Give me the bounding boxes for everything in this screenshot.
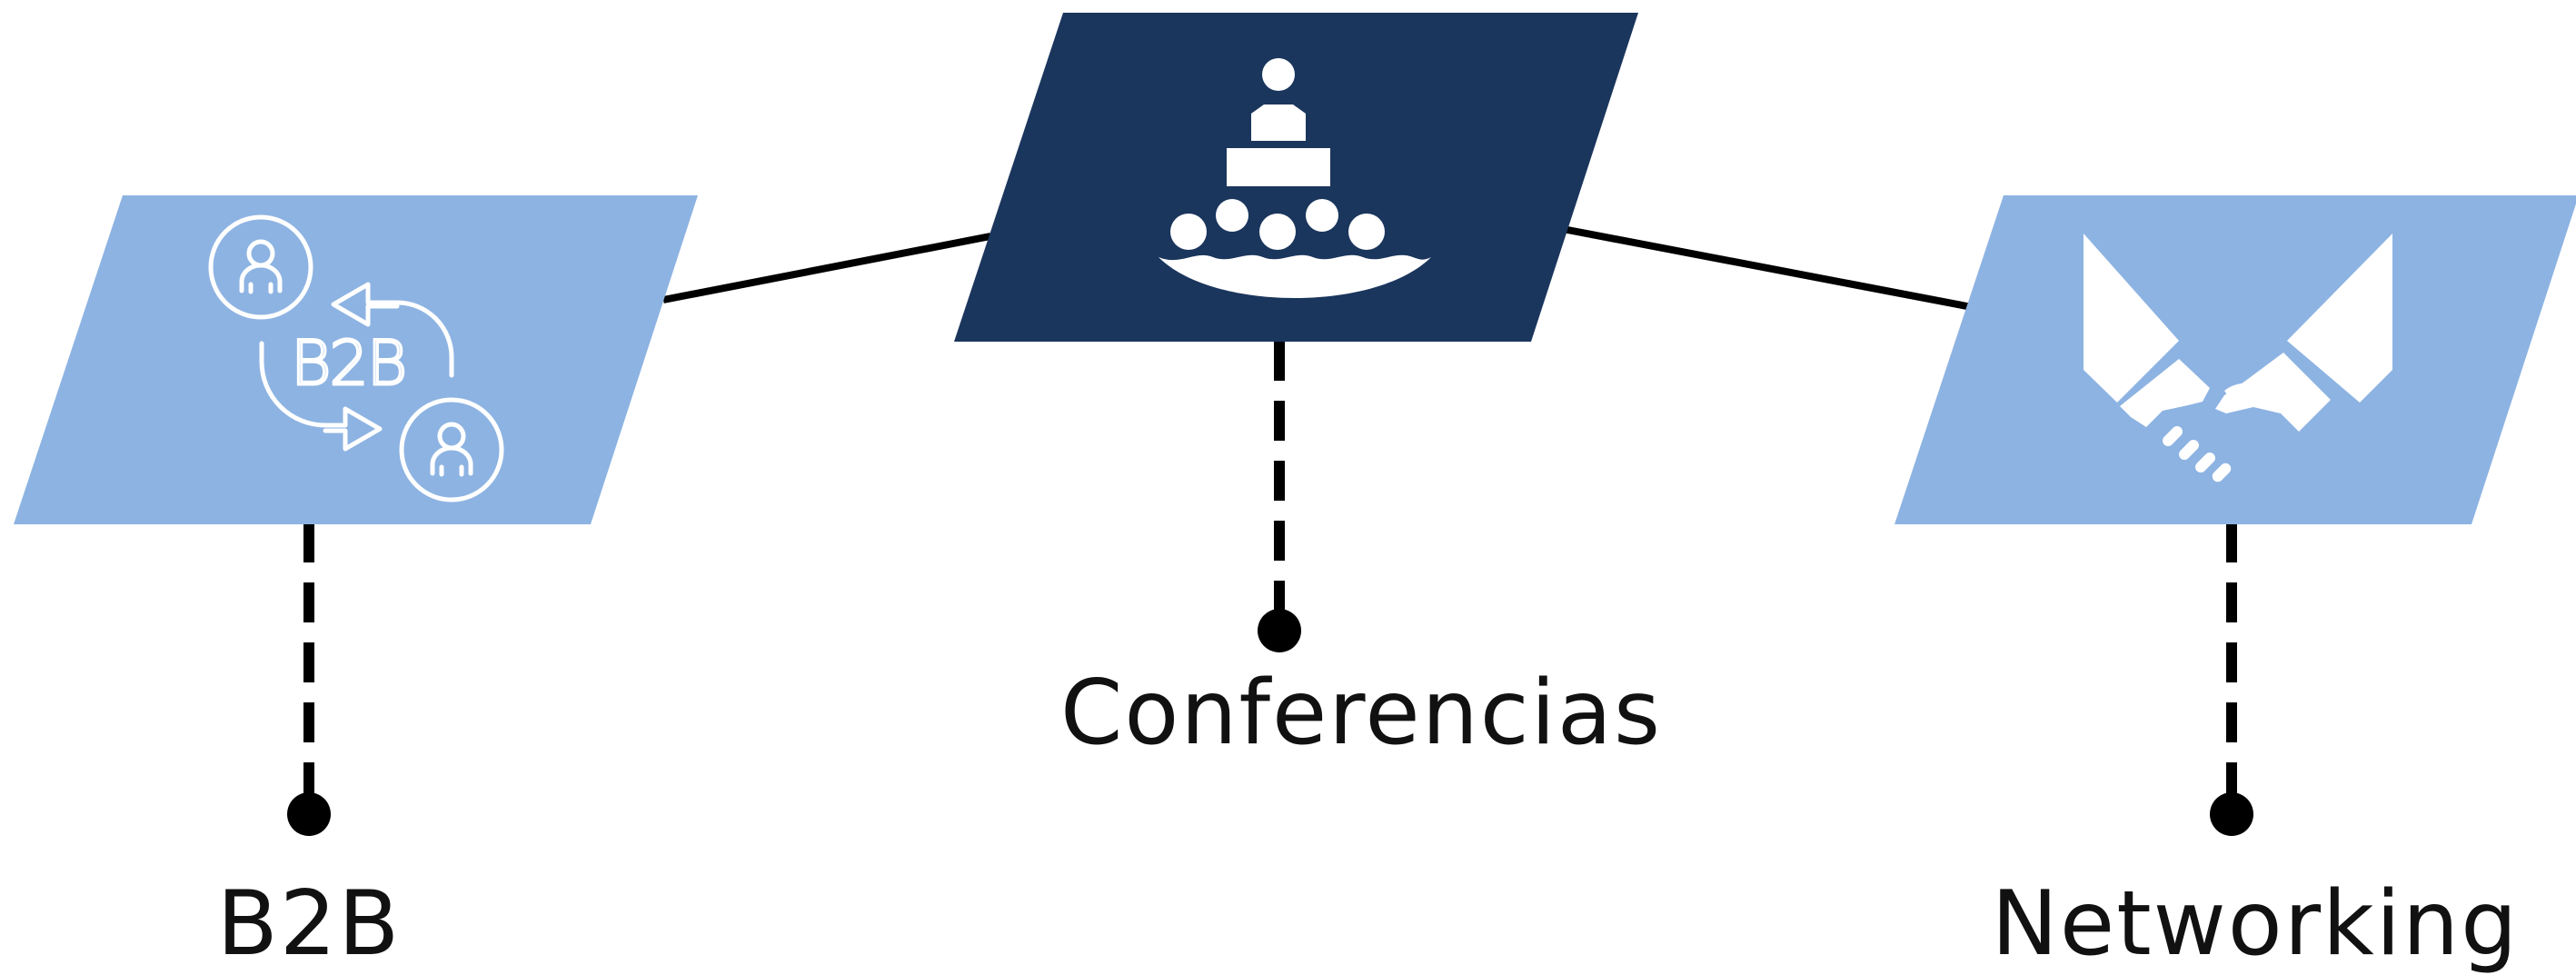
label-conferencias: Conferencias — [1060, 662, 1662, 765]
b2b-exchange-icon — [208, 214, 504, 502]
b2b-icon-text: B2B — [291, 328, 405, 400]
end-dot-b2b — [287, 792, 331, 836]
label-networking: Networking — [1992, 872, 2520, 975]
conferencias-card — [954, 13, 1638, 342]
end-dot-networking — [2210, 792, 2253, 836]
connector-lines — [662, 225, 1973, 311]
networking-card-shape — [1895, 195, 2576, 524]
label-b2b: B2B — [217, 872, 402, 975]
end-dot-conferencias — [1258, 609, 1301, 652]
connector-conferencias-networking — [1562, 225, 1973, 311]
b2b-card-shape — [14, 195, 698, 524]
handshake-icon — [2084, 234, 2392, 483]
drop-line-dots — [287, 609, 2253, 836]
conference-audience-icon — [1159, 58, 1431, 298]
b2b-card: B2B — [14, 195, 698, 524]
dashed-drop-lines — [303, 341, 2237, 804]
connector-b2b-conferencias — [662, 233, 991, 303]
networking-card — [1895, 195, 2576, 524]
